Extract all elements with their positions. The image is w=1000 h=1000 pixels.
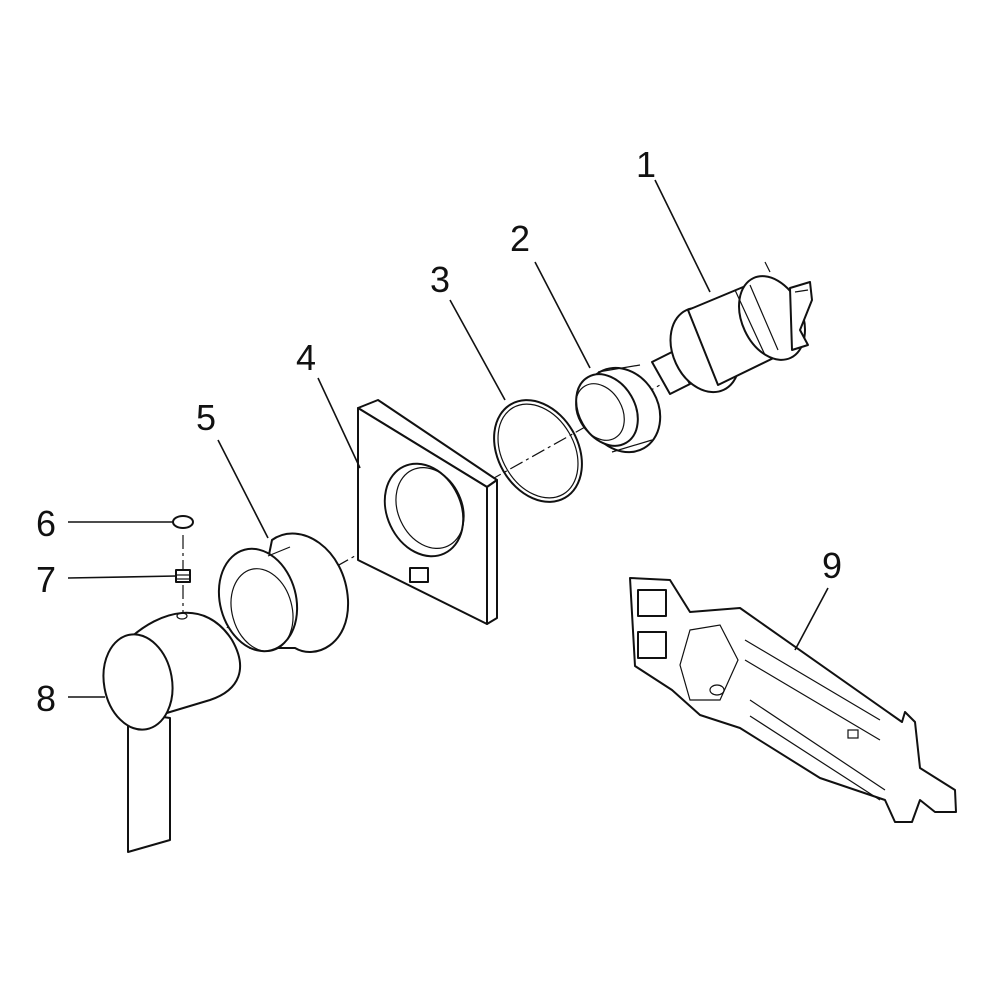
leader-4: [317, 377, 361, 469]
o-ring-part: [493, 399, 583, 503]
callout-3: 3: [430, 259, 450, 300]
cap-part: [172, 515, 194, 529]
callout-4: 4: [296, 337, 316, 378]
leader-2: [534, 261, 591, 369]
threaded-ring-part: [575, 364, 662, 454]
leader-7: [67, 575, 177, 579]
callout-labels: 1 2 3 4 5 6 7 8 9: [36, 144, 842, 719]
sleeve-part: [217, 532, 350, 653]
leader-5: [217, 439, 269, 539]
cartridge-part: [651, 261, 813, 395]
lever-handle-part: [102, 612, 241, 853]
callout-9: 9: [822, 545, 842, 586]
installation-tool-part: [629, 577, 957, 823]
callout-7: 7: [36, 559, 56, 600]
callout-6: 6: [36, 503, 56, 544]
escutcheon-plate-part: [357, 399, 498, 625]
leader-3: [449, 299, 506, 401]
set-screw-part: [175, 569, 191, 583]
callout-8: 8: [36, 678, 56, 719]
leader-1: [654, 179, 711, 293]
callout-2: 2: [510, 218, 530, 259]
leader-9: [794, 587, 829, 651]
callout-1: 1: [636, 144, 656, 185]
leader-lines: [67, 179, 829, 698]
callout-5: 5: [196, 397, 216, 438]
